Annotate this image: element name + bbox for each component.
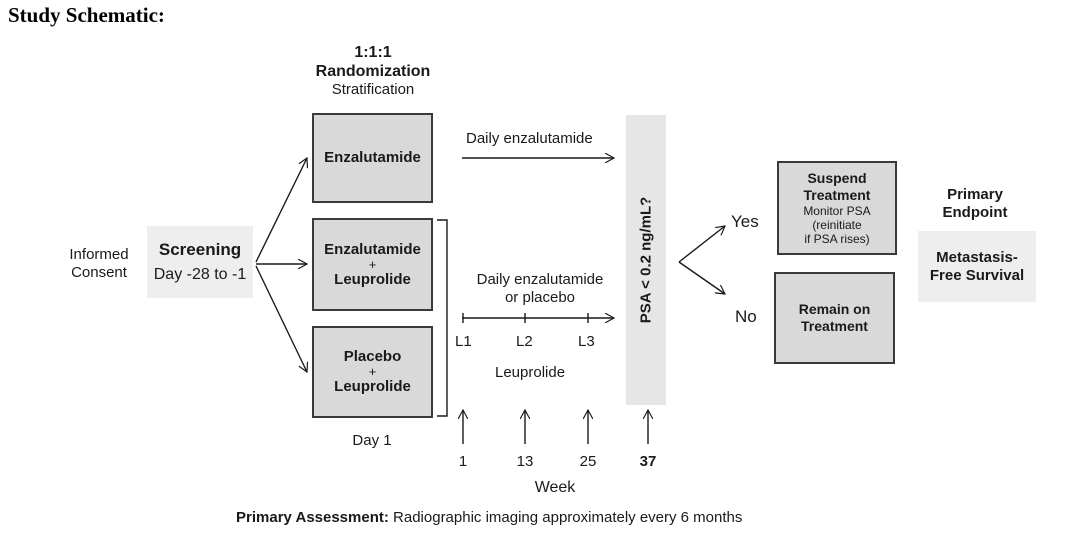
suspend-line2: Treatment xyxy=(803,187,871,203)
suspend-line1: Suspend xyxy=(807,170,867,186)
primary-endpoint-box: Metastasis- Free Survival xyxy=(918,231,1036,302)
arm2-plus: + xyxy=(368,256,377,272)
remain-line1: Remain on xyxy=(798,301,871,317)
daily-enz-or-placebo-label: Daily enzalutamide or placebo xyxy=(455,271,625,307)
arrow-yes xyxy=(678,226,725,263)
primary-assessment: Primary Assessment: Radiographic imaging… xyxy=(236,509,742,527)
arm3-line2: Leuprolide xyxy=(334,378,411,395)
remain-line2: Treatment xyxy=(801,318,868,334)
arm2-line1: Enzalutamide xyxy=(324,240,421,258)
primary-endpoint-line1: Primary xyxy=(947,186,1003,203)
leuprolide-dose-l2: L2 xyxy=(516,333,533,350)
suspend-line5: if PSA rises) xyxy=(804,232,870,246)
arm3-plus: + xyxy=(368,364,377,379)
arm-placebo-leuprolide-box: Placebo + Leuprolide xyxy=(312,326,433,418)
randomization-header: 1:1:1 Randomization Stratification xyxy=(298,43,448,99)
daily-enzalutamide-label: Daily enzalutamide xyxy=(466,130,593,147)
randomization-ratio: 1:1:1 xyxy=(354,44,392,61)
arm2-line2: Leuprolide xyxy=(334,270,411,288)
arrow-no xyxy=(678,261,725,294)
screening-label: Screening xyxy=(158,240,242,259)
week-label: Week xyxy=(534,479,576,496)
week-13: 13 xyxy=(516,453,534,470)
no-label: No xyxy=(735,307,757,326)
arrow-to-arm3 xyxy=(255,265,307,372)
primary-assessment-text: Radiographic imaging approximately every… xyxy=(393,509,743,526)
arm-enzalutamide-box: Enzalutamide xyxy=(312,113,433,203)
yes-label: Yes xyxy=(731,212,759,231)
arrow-to-arm1 xyxy=(255,158,307,263)
suspend-line4: (reinitiate xyxy=(812,218,862,232)
week-1: 1 xyxy=(458,453,468,470)
primary-endpoint-value-line1: Metastasis- xyxy=(936,248,1018,266)
informed-consent: Informed Consent xyxy=(60,246,138,282)
remain-on-treatment-box: Remain on Treatment xyxy=(774,272,895,364)
randomization-label: Randomization xyxy=(315,63,431,80)
screening-days: Day -28 to -1 xyxy=(153,266,247,283)
page-title: Study Schematic: xyxy=(8,3,165,27)
leuprolide-dose-l1: L1 xyxy=(455,333,472,350)
week-25: 25 xyxy=(579,453,597,470)
screening-box: Screening Day -28 to -1 xyxy=(147,226,253,298)
leuprolide-dose-l3: L3 xyxy=(578,333,595,350)
week-37: 37 xyxy=(639,453,657,470)
psa-decision-bar: PSA < 0.2 ng/mL? xyxy=(626,115,666,405)
daily-enz-or-placebo-line1: Daily enzalutamide xyxy=(476,271,604,288)
leuprolide-label: Leuprolide xyxy=(495,364,566,381)
arm-enzalutamide-leuprolide-box: Enzalutamide + Leuprolide xyxy=(312,218,433,311)
stratification-label: Stratification xyxy=(331,81,415,98)
primary-endpoint-value-line2: Free Survival xyxy=(929,266,1025,284)
arm1-label: Enzalutamide xyxy=(324,149,421,166)
informed-consent-line2: Consent xyxy=(71,264,127,281)
suspend-line3: Monitor PSA xyxy=(803,204,871,218)
daily-enz-or-placebo-line2: or placebo xyxy=(504,289,576,306)
day1-label: Day 1 xyxy=(352,432,392,449)
arm3-line1: Placebo xyxy=(343,348,402,365)
informed-consent-line1: Informed xyxy=(69,246,129,263)
primary-endpoint-label: Primary Endpoint xyxy=(915,186,1035,222)
primary-endpoint-line2: Endpoint xyxy=(942,204,1008,221)
suspend-treatment-box: Suspend Treatment Monitor PSA (reinitiat… xyxy=(777,161,897,255)
primary-assessment-label: Primary Assessment: xyxy=(236,509,389,526)
leuprolide-bracket xyxy=(437,219,448,417)
